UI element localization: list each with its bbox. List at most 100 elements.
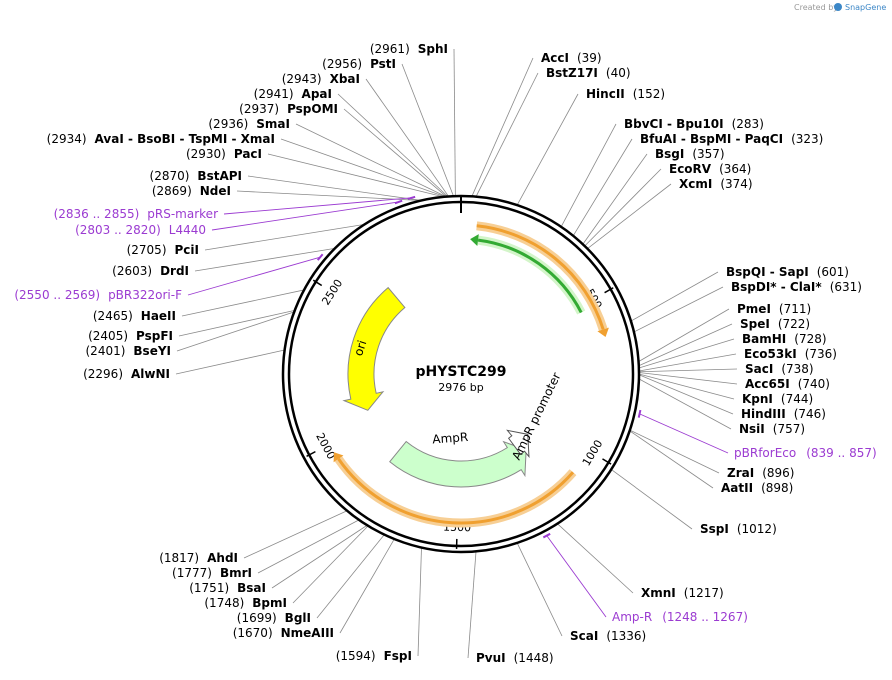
site-leader-line bbox=[629, 430, 714, 489]
site-position: (2930) bbox=[186, 147, 226, 161]
site-position: (357) bbox=[692, 147, 724, 161]
site-leader-line bbox=[267, 153, 444, 198]
primer-leader-line bbox=[211, 201, 399, 231]
site-position: (2936) bbox=[208, 117, 248, 131]
site-leader-line bbox=[176, 311, 295, 352]
site-leader-line bbox=[516, 542, 563, 637]
site-position: (738) bbox=[781, 362, 813, 376]
site-position: (740) bbox=[798, 377, 830, 391]
ampr-label: AmpR bbox=[432, 430, 469, 446]
site-position: (2405) bbox=[88, 329, 128, 343]
site-leader-line bbox=[401, 63, 454, 197]
ampr-feature-arrow bbox=[389, 440, 527, 488]
site-position: (374) bbox=[720, 177, 752, 191]
snapgene-logo-icon bbox=[834, 3, 842, 11]
primer-leader-line bbox=[546, 535, 607, 618]
site-leader-line bbox=[178, 310, 295, 337]
site-leader-line bbox=[175, 349, 285, 375]
site-label: (2603)DrdI bbox=[112, 264, 189, 278]
site-name: XcmI bbox=[679, 177, 712, 191]
site-label: (1748) BpmI bbox=[204, 596, 287, 610]
site-name: AlwNI bbox=[131, 367, 170, 381]
site-name: NsiI bbox=[739, 422, 765, 436]
site-name: PacI bbox=[234, 147, 262, 161]
site-label: PmeI(711) bbox=[737, 302, 811, 316]
site-position: (364) bbox=[719, 162, 751, 176]
site-leader-line bbox=[572, 138, 633, 237]
site-position: (898) bbox=[761, 481, 793, 495]
site-leader-line bbox=[587, 183, 672, 249]
site-position: (601) bbox=[817, 265, 849, 279]
site-label: (1594) FspI bbox=[336, 649, 412, 663]
site-label: (2870)BstAPI bbox=[150, 169, 242, 183]
green-feature-arrow bbox=[477, 238, 583, 314]
site-name: BbvCI - Bpu10I bbox=[624, 117, 724, 131]
primer-binding-mark bbox=[407, 195, 416, 200]
primer-label: pBRforEco(839 .. 857) bbox=[734, 446, 877, 460]
site-name: AvaI - BsoBI - TspMI - XmaI bbox=[95, 132, 275, 146]
primer-label: Amp-R(1248 .. 1267) bbox=[612, 610, 748, 624]
primer-leader-line bbox=[187, 256, 321, 296]
site-label: KpnI(744) bbox=[742, 392, 813, 406]
site-name: EcoRV bbox=[669, 162, 712, 176]
site-leader-line bbox=[629, 429, 720, 474]
green-feature-halo bbox=[477, 235, 586, 315]
site-leader-line bbox=[638, 353, 737, 372]
backbone-outer-strand bbox=[281, 194, 641, 554]
primer-binding-mark bbox=[316, 253, 324, 261]
site-position: (1748) bbox=[204, 596, 244, 610]
site-label: (2934)AvaI - BsoBI - TspMI - XmaI bbox=[47, 132, 275, 146]
primer-leader-line bbox=[223, 197, 412, 215]
site-leader-line bbox=[560, 123, 617, 228]
site-name: PspFI bbox=[136, 329, 173, 343]
site-name: SpeI bbox=[740, 317, 770, 331]
orange-feature-arrow bbox=[476, 224, 605, 330]
site-position: (728) bbox=[794, 332, 826, 346]
site-name: HincII bbox=[586, 87, 625, 101]
site-position: (40) bbox=[606, 66, 631, 80]
site-position: (2937) bbox=[239, 102, 279, 116]
site-position: (1594) bbox=[336, 649, 376, 663]
site-label: (2401)BseYI bbox=[86, 344, 172, 358]
site-label: BamHI(728) bbox=[742, 332, 827, 346]
scale-tick bbox=[312, 279, 323, 287]
green-feature-arrowhead bbox=[470, 234, 479, 247]
orange-feature-arrow bbox=[337, 458, 575, 525]
site-name: XbaI bbox=[330, 72, 360, 86]
site-leader-line bbox=[339, 538, 395, 634]
site-position: (757) bbox=[773, 422, 805, 436]
site-position: (2870) bbox=[150, 169, 190, 183]
site-name: PvuI bbox=[476, 651, 506, 665]
site-leader-line bbox=[280, 138, 446, 198]
site-labels: AccI(39)BstZ17I(40)HincII(152)BbvCI - Bp… bbox=[14, 42, 876, 665]
site-leader-line bbox=[453, 48, 456, 197]
primer-label: (2836 .. 2855)pRS-marker bbox=[54, 207, 218, 221]
scale-tick-label: 1000 bbox=[580, 438, 606, 469]
site-label: (2705)PciI bbox=[127, 243, 199, 257]
site-position: (736) bbox=[805, 347, 837, 361]
site-name: NdeI bbox=[200, 184, 231, 198]
orange-feature-arrowhead bbox=[333, 452, 344, 463]
site-label: (2943)XbaI bbox=[282, 72, 360, 86]
site-leader-line bbox=[516, 93, 579, 206]
primer-label: (2803 .. 2820)L4440 bbox=[75, 223, 206, 237]
site-position: (2941) bbox=[254, 87, 294, 101]
site-name: BspDI* - ClaI* bbox=[731, 280, 822, 294]
site-position: (896) bbox=[762, 466, 794, 480]
site-label: BspQI - SapI(601) bbox=[726, 265, 849, 279]
site-name: BpmI bbox=[252, 596, 287, 610]
primer-name: pBR322ori-F bbox=[108, 288, 182, 302]
site-name: SspI bbox=[700, 522, 729, 536]
site-position: (2956) bbox=[322, 57, 362, 71]
site-name: NmeAIII bbox=[281, 626, 334, 640]
site-position: (39) bbox=[577, 51, 602, 65]
site-position: (711) bbox=[779, 302, 811, 316]
site-name: BfuAI - BspMI - PaqCI bbox=[640, 132, 783, 146]
site-name: FspI bbox=[384, 649, 412, 663]
site-name: HaeII bbox=[141, 309, 176, 323]
site-label: (1777)BmrI bbox=[172, 566, 252, 580]
primer-position: (2550 .. 2569) bbox=[14, 288, 100, 302]
site-label: (2869)NdeI bbox=[152, 184, 231, 198]
site-label: (2930) PacI bbox=[186, 147, 262, 161]
